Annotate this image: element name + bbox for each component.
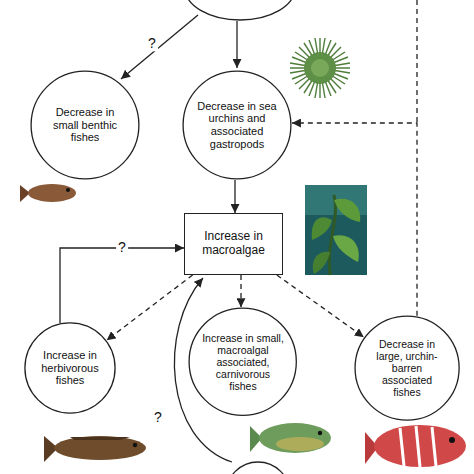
red-fish [365,425,466,467]
node-text: Decrease in small benthic fishes [45,106,125,144]
bottom-ellipse [226,462,290,474]
top-ellipse [185,0,295,20]
node-text-group: Increase in small, macroalgal associated… [201,332,285,392]
question-mark: ? [152,410,164,425]
dashed-line [416,0,417,123]
ellipse-node: Decrease in small benthic fishes [30,70,140,180]
node-text: Increase in macroalgae [194,230,274,258]
arrow [60,248,184,323]
herbivorous-fish [44,436,146,462]
dashed-arrow [277,275,364,337]
sea-urchin [290,38,350,98]
node-text-group: Decrease in small benthic fishes [45,106,125,144]
node-text-group: Increase in macroalgae [194,230,274,258]
node-text: Increase in herbivorous fishes [34,349,106,387]
kelp-photo [305,185,367,275]
ellipse-node: Increase in herbivorous fishes [24,322,116,414]
ellipse-node: Decrease in sea urchins and associated g… [182,70,292,180]
dashed-arrow [292,123,417,316]
node-text: Decrease in large, urchin-barren associa… [367,338,447,398]
node-text-group: Decrease in large, urchin-barren associa… [367,338,447,398]
node-text-group: Increase in herbivorous fishes [34,349,106,387]
top-arrow [121,15,198,79]
arrow [234,180,235,213]
ellipse-node: Increase in small, macroalgal associated… [188,307,297,416]
dashed-arrow [107,275,193,340]
process-box: Increase in macroalgae [184,213,283,275]
edge-label: ? [116,240,128,255]
dashed-arrow [240,275,241,307]
benthic-fish [20,184,76,202]
question-mark: ? [146,36,158,51]
node-text-group: Decrease in sea urchins and associated g… [195,100,279,151]
wrasse-fish [250,423,331,453]
ellipse-node: Decrease in large, urchin-barren associa… [354,315,460,421]
node-text: Increase in small, macroalgal associated… [201,332,285,392]
node-text: Decrease in sea urchins and associated g… [195,100,279,151]
top-arrow [236,21,237,68]
